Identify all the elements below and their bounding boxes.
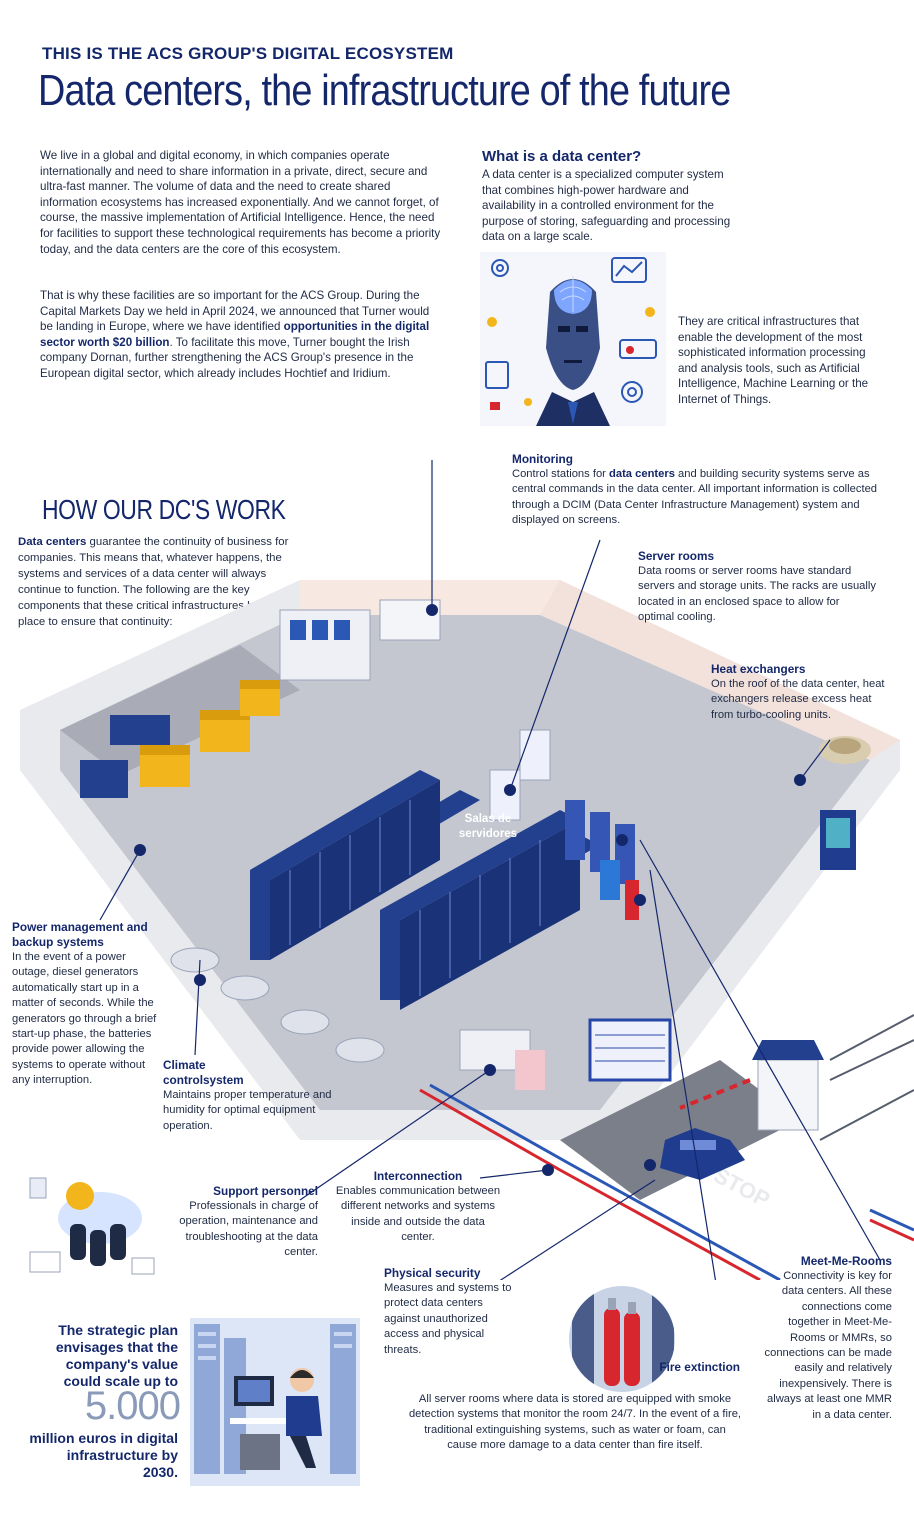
what-is-text: A data center is a specialized computer … [482,168,731,244]
strategic-number: 5.000 [84,1384,181,1428]
datacenter-floorplan-illustration: STOP [20,460,914,1280]
callout-heat-exchangers: Heat exchangers On the roof of the data … [711,662,885,721]
strategic-post: million euros in digital infrastructure … [29,1430,178,1480]
how-heading: HOW OUR DC'S WORK [42,494,286,525]
strategic-pre: The strategic plan envisages that the co… [55,1322,178,1389]
what-is-side-text: They are critical infrastructures that e… [678,315,869,406]
callout-climate-control: Climate controlsystem Maintains proper t… [163,1058,332,1132]
how-intro: Data centers guarantee the continuity of… [18,536,289,628]
fire-extinction-label: Fire extinction [659,1360,740,1374]
ai-head-illustration [480,252,666,426]
callout-support-personnel: Support personnel Professionals in charg… [179,1184,318,1259]
callout-power-management: Power management and backup systems In t… [12,920,157,1087]
intro-paragraph-1: We live in a global and digital economy,… [40,149,441,256]
fire-extinguisher-illustration [569,1286,675,1392]
kicker: THIS IS THE ACS GROUP'S DIGITAL ECOSYSTE… [42,44,454,63]
fire-extinction-text: All server rooms where data is stored ar… [408,1393,742,1452]
callout-interconnection: Interconnection Enables communication be… [335,1169,501,1244]
callout-server-rooms: Server rooms Data rooms or server rooms … [638,549,876,624]
intro-paragraph-2: That is why these facilities are so impo… [40,289,430,380]
page-title: Data centers, the infrastructure of the … [38,66,731,115]
salas-de-servidores-label: Salas de servidores [458,813,518,840]
callout-meet-me-rooms: Meet-Me-Rooms Connectivity is key for da… [764,1254,893,1421]
callout-monitoring: Monitoring Control stations for data cen… [512,452,878,527]
what-is-heading: What is a data center? [482,148,642,165]
callout-physical-security: Physical security Measures and systems t… [384,1266,512,1356]
cloud-servers-illustration [29,1177,155,1275]
operator-illustration [190,1318,360,1486]
